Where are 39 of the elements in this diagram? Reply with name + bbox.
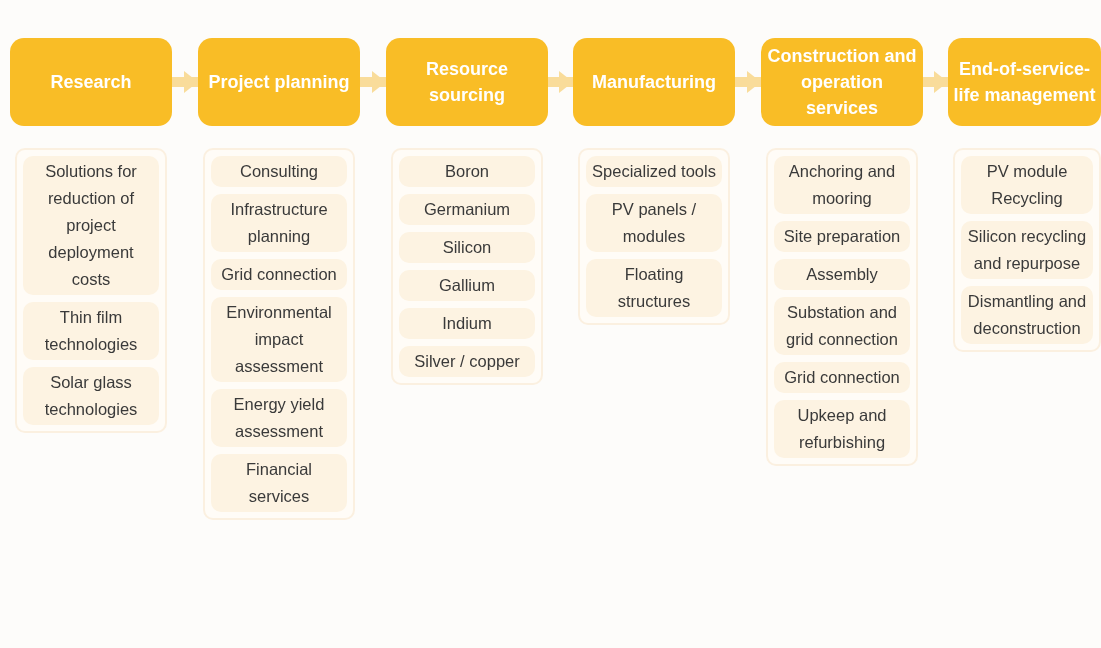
- list-item: Anchoring and mooring: [774, 156, 910, 214]
- stage-header: Project planning: [198, 38, 360, 126]
- list-item: Assembly: [774, 259, 910, 290]
- list-item: Infrastructure planning: [211, 194, 347, 252]
- list-item: Energy yield assessment: [211, 389, 347, 447]
- list-item: Silicon: [399, 232, 535, 263]
- list-item: Dismantling and deconstruction: [961, 286, 1093, 344]
- list-item: Solutions for reduction of project deployment costs: [23, 156, 159, 295]
- list-item: Germanium: [399, 194, 535, 225]
- list-item: Gallium: [399, 270, 535, 301]
- list-item: Solar glass technologies: [23, 367, 159, 425]
- list-item: Financial services: [211, 454, 347, 512]
- column-panel: [953, 148, 1101, 352]
- list-item: Site preparation: [774, 221, 910, 252]
- list-item: PV module Recycling: [961, 156, 1093, 214]
- column-panel: [766, 148, 918, 466]
- stage-header: Resource sourcing: [386, 38, 548, 126]
- list-item: Grid connection: [211, 259, 347, 290]
- list-item: Thin film technologies: [23, 302, 159, 360]
- column-panel: [15, 148, 167, 433]
- list-item: Indium: [399, 308, 535, 339]
- list-item: Specialized tools: [586, 156, 722, 187]
- list-item: Environmental impact assessment: [211, 297, 347, 382]
- list-item: Grid connection: [774, 362, 910, 393]
- column-panel: [391, 148, 543, 385]
- column-panel: [578, 148, 730, 325]
- list-item: Silicon recycling and repurpose: [961, 221, 1093, 279]
- column-panel: [203, 148, 355, 520]
- stage-header: Construction and operation services: [761, 38, 923, 126]
- stage-header: End-of-service-life management: [948, 38, 1101, 126]
- list-item: Floating structures: [586, 259, 722, 317]
- list-item: Consulting: [211, 156, 347, 187]
- list-item: Boron: [399, 156, 535, 187]
- list-item: PV panels / modules: [586, 194, 722, 252]
- stage-header: Manufacturing: [573, 38, 735, 126]
- list-item: Substation and grid connection: [774, 297, 910, 355]
- list-item: Silver / copper: [399, 346, 535, 377]
- stage-header: Research: [10, 38, 172, 126]
- list-item: Upkeep and refurbishing: [774, 400, 910, 458]
